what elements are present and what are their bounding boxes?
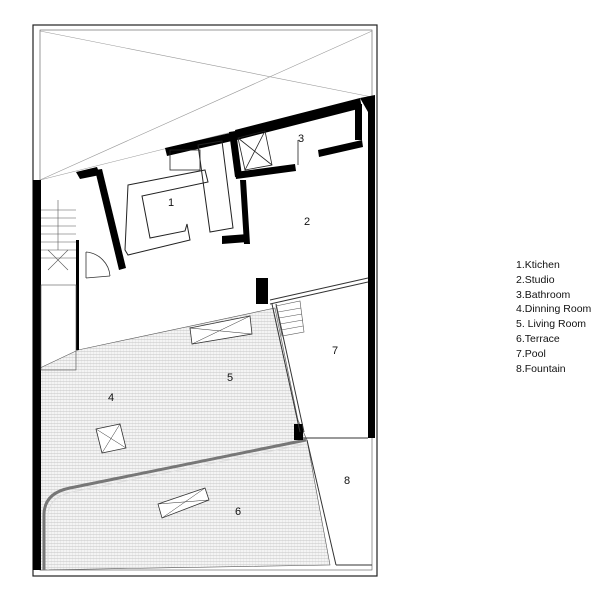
pool-edges — [269, 277, 372, 566]
legend-item-living-room: 5. Living Room — [516, 318, 587, 331]
room-label-studio: 2 — [304, 216, 310, 228]
legend-item-dinning-room: 4.Dinning Room — [516, 303, 592, 316]
room-label-terrace: 6 — [235, 506, 241, 518]
top-void — [39, 30, 373, 181]
legend-item-studio: 2.Studio — [516, 273, 555, 286]
bathroom-fixtures — [169, 130, 299, 171]
skylights — [95, 315, 253, 519]
room-label-dinning-room: 4 — [108, 392, 114, 404]
room-label-kitchen: 1 — [168, 197, 174, 209]
legend: 1.Ktichen 2.Studio 3.Bathroom 4.Dinning … — [516, 258, 591, 376]
left-stairs — [40, 200, 77, 371]
legend-item-terrace: 6.Terrace — [516, 332, 560, 345]
room-labels: 1 2 3 4 5 6 7 8 — [108, 133, 350, 518]
terrace-curve-inner — [47, 443, 307, 570]
room-label-pool: 7 — [332, 345, 338, 357]
pool-steps — [275, 300, 305, 337]
room-label-bathroom: 3 — [298, 133, 304, 145]
legend-item-kitchen: 1.Ktichen — [516, 259, 560, 271]
kitchen-counter — [124, 140, 234, 256]
room-label-fountain: 8 — [344, 475, 350, 487]
room-label-living-room: 5 — [227, 372, 233, 384]
legend-item-fountain: 8.Fountain — [516, 362, 566, 375]
legend-item-pool: 7.Pool — [516, 347, 546, 360]
hatched-floor — [39, 307, 331, 571]
terrace-curve — [42, 438, 307, 570]
door-swing — [85, 251, 111, 279]
legend-item-bathroom: 3.Bathroom — [516, 288, 571, 301]
